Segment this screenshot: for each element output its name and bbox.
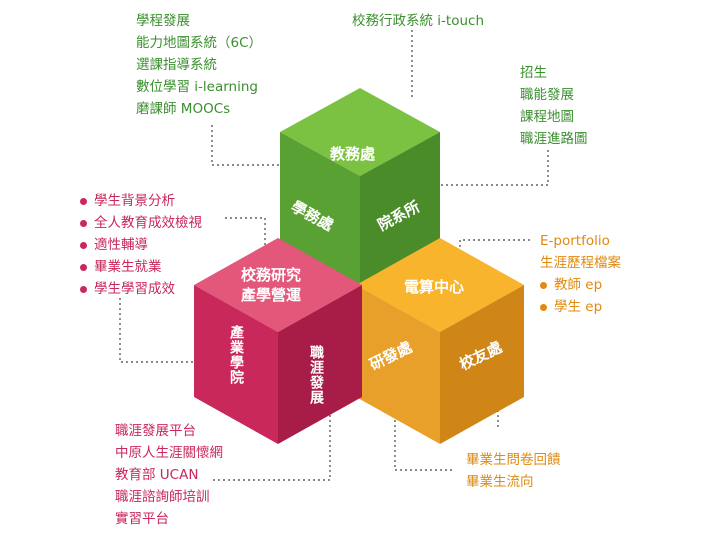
top-right-list: 招生 職能發展 課程地圖 職涯進路圖 (520, 62, 588, 150)
top-right-item: 招生 (520, 65, 547, 81)
green-top-label: 教務處 (330, 145, 376, 163)
orange-top-label: 電算中心 (404, 278, 465, 296)
bottom-right-item: 畢業生問卷回饋 (466, 452, 561, 468)
bottom-right-list: 畢業生問卷回饋 畢業生流向 (466, 449, 561, 493)
top-left-item: 選課指導系統 (136, 57, 217, 73)
top-right-item: 職能發展 (520, 87, 574, 103)
top-left-item: 能力地圖系統（6C） (136, 35, 263, 51)
left-list-item: 學生學習成效 (80, 278, 202, 300)
left-list-item: 畢業生就業 (80, 256, 202, 278)
bottom-left-list: 職涯發展平台 中原人生涯關懷網 教育部 UCAN 職涯諮詢師培訓 實習平台 (115, 420, 223, 530)
bottom-left-item: 實習平台 (115, 511, 169, 527)
top-left-item: 學程發展 (136, 13, 190, 29)
orange-cube-right (440, 285, 524, 444)
orange-cube (356, 238, 524, 444)
left-list-item: 學生背景分析 (80, 190, 202, 212)
bottom-left-item: 教育部 UCAN (115, 467, 199, 483)
red-cube-right (278, 285, 362, 444)
red-top-label-1: 校務研究 (241, 266, 302, 284)
red-top-label-2: 產學營運 (241, 286, 302, 304)
right-bullet-item: 學生 ep (540, 296, 621, 318)
left-list-item: 適性輔導 (80, 234, 202, 256)
top-left-item: 數位學習 i-learning (136, 79, 258, 95)
top-center-label: 校務行政系統 i-touch (352, 13, 485, 29)
bottom-left-item: 職涯發展平台 (115, 423, 196, 439)
bottom-left-item: 中原人生涯關懷網 (115, 445, 223, 461)
right-list-item: 生涯歷程檔案 (540, 255, 621, 271)
red-cube (194, 238, 362, 444)
left-list-item: 全人教育成效檢視 (80, 212, 202, 234)
top-left-item: 磨課師 MOOCs (136, 101, 231, 117)
left-bullet-list: 學生背景分析 全人教育成效檢視 適性輔導 畢業生就業 學生學習成效 (80, 190, 202, 300)
top-right-item: 課程地圖 (520, 109, 574, 125)
top-left-list: 學程發展 能力地圖系統（6C） 選課指導系統 數位學習 i-learning 磨… (136, 10, 262, 120)
bottom-left-item: 職涯諮詢師培訓 (115, 489, 210, 505)
top-right-item: 職涯進路圖 (520, 131, 588, 147)
right-bullet-item: 教師 ep (540, 274, 621, 296)
orange-cube-left (356, 285, 440, 444)
right-list: E-portfolio 生涯歷程檔案 教師 ep 學生 ep (540, 230, 621, 318)
right-list-item: E-portfolio (540, 233, 610, 249)
red-cube-left (194, 285, 278, 444)
red-right-label: 職涯發展 (308, 345, 324, 405)
red-left-label: 產業學院 (228, 325, 244, 385)
bottom-right-item: 畢業生流向 (466, 474, 534, 490)
